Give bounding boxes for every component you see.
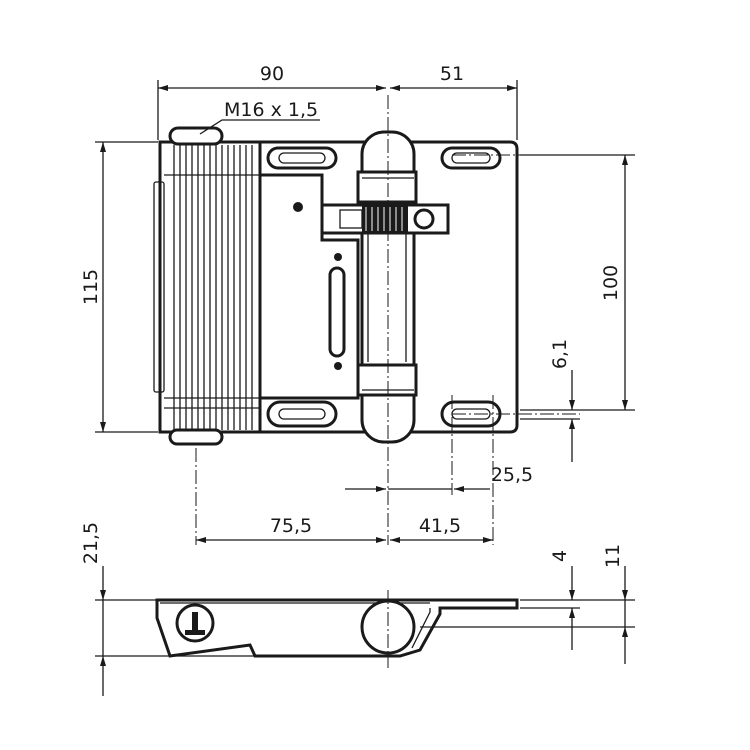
dim-text-41-5: 41,5 <box>419 515 461 537</box>
thread-boss-top <box>168 126 224 146</box>
adjustment-screw <box>320 203 450 235</box>
thread-boss-bottom <box>168 428 224 446</box>
slot-top-right <box>440 146 502 170</box>
dim-text-75-5: 75,5 <box>270 515 312 537</box>
hinge-plate-outline <box>158 140 519 434</box>
top-view: 90 51 M16 x 1,5 115 100 6,1 25,5 75,5 41… <box>80 63 635 545</box>
dim-text-6-1: 6,1 <box>549 339 571 369</box>
slot-top-left <box>266 146 338 170</box>
dim-text-25-5: 25,5 <box>491 464 533 486</box>
side-plate <box>155 598 519 658</box>
thread-leader <box>199 119 320 135</box>
window-slot <box>328 266 346 358</box>
slot-bottom-left <box>266 400 338 428</box>
screw-dot <box>293 202 303 212</box>
dim-text-11: 11 <box>602 544 624 568</box>
dim-text-21-5: 21,5 <box>80 522 102 564</box>
rib-lines <box>173 145 253 430</box>
side-view: 21,5 4 11 <box>80 522 635 696</box>
inner-body-outline <box>258 142 360 400</box>
ribbed-body <box>153 140 262 434</box>
thread-label: M16 x 1,5 <box>224 99 318 121</box>
screw-dot <box>334 362 342 370</box>
hinge-pin <box>356 130 418 444</box>
dim-text-4: 4 <box>549 550 571 562</box>
dim-text-51: 51 <box>440 63 464 85</box>
dim-text-115: 115 <box>80 269 102 305</box>
dim-text-100: 100 <box>600 265 622 301</box>
dim-text-90: 90 <box>260 63 284 85</box>
screw-dot <box>334 253 342 261</box>
